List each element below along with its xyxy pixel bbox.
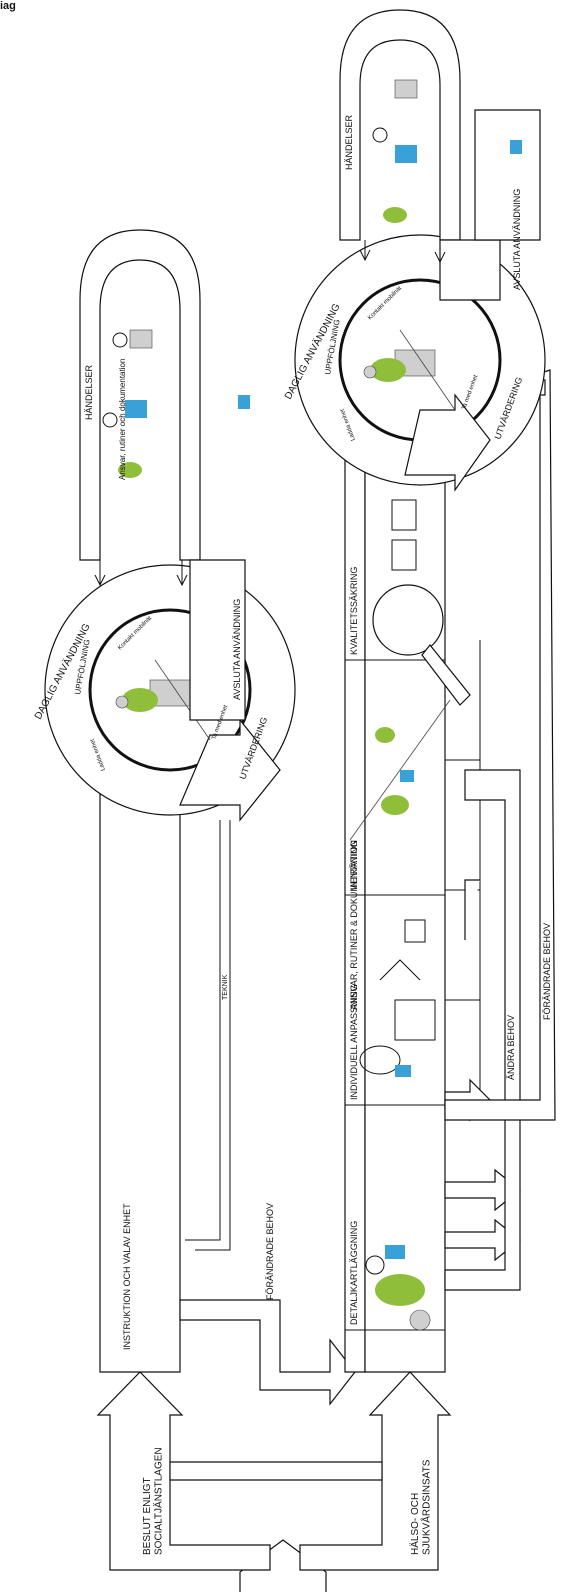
label-detaljkartlaggning: DETALJKARTLÄGGNING bbox=[349, 1221, 359, 1325]
label-individuell-anpassning: INDIVIDUELL ANPASSNING bbox=[349, 984, 359, 1100]
label-forandrade-behov-2: FÖRÄNDRADE BEHOV bbox=[542, 923, 552, 1020]
label-beslut-social-1: BESLUT ENLIGTSOCIALTJÄNSTLAGEN bbox=[142, 1447, 165, 1555]
cycle-1 bbox=[44, 564, 296, 822]
label-avsluta-2: AVSLUTA ANVÄNDNING bbox=[512, 189, 522, 290]
label-forandrade-behov-1: FÖRÄNDRADE BEHOV bbox=[265, 1203, 275, 1300]
loop-1 bbox=[79, 229, 250, 721]
entry-arrows bbox=[96, 1371, 452, 1592]
label-avsluta-1: AVSLUTA ANVÄNDNING bbox=[232, 599, 242, 700]
label-instruktion: INSTRUKTION OCH VALAV ENHET bbox=[122, 1203, 132, 1350]
label-ansvar-small: Ansvar, rutiner och dokumentation bbox=[118, 359, 127, 480]
label-handelser-2: HÄNDELSER bbox=[344, 114, 354, 170]
label-halso-sjukvard: HÄLSO- OCHSJUKVÅRDSINSATS bbox=[409, 1459, 433, 1555]
loop-2 bbox=[339, 9, 541, 301]
text-labels: BESLUT ENLIGTSOCIALTJÄNSTLAGEN HÄLSO- OC… bbox=[32, 114, 552, 1555]
return-arrows bbox=[444, 369, 556, 1291]
corner-label: iag bbox=[0, 0, 16, 12]
label-handelser-1: HÄNDELSER bbox=[84, 364, 94, 420]
label-kvalitetssakring: KVALITETSSÄKRING bbox=[349, 567, 359, 655]
track-illustrations bbox=[349, 499, 471, 1331]
label-teknik: TEKNIK bbox=[222, 974, 229, 1000]
label-intraning: INTRÄNING bbox=[349, 841, 359, 891]
label-andra-behov: ÄNDRA BEHOV bbox=[506, 1015, 516, 1080]
label-ansvar-caps: ANSVAR, RUTINER & DOKUMENTATION bbox=[349, 840, 359, 1010]
main-track bbox=[344, 429, 481, 1373]
